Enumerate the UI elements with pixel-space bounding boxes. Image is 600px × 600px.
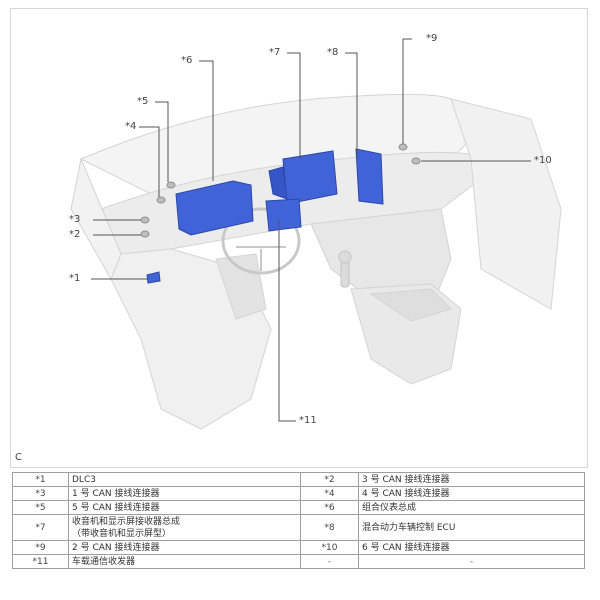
can-junction-4-marker — [157, 197, 165, 203]
vehicle-interior-diagram: *6 *7 *8 *9 *5 *4 *10 *3 *2 *1 *11 C — [10, 8, 588, 468]
legend-key: *11 — [13, 555, 69, 569]
legend-value: DLC3 — [69, 473, 301, 487]
callout-8: *8 — [327, 47, 338, 59]
legend-value-multiline: 收音机和显示屏接收器总成 （带收音机和显示屏型） — [69, 515, 301, 541]
callout-4: *4 — [125, 121, 136, 133]
legend-value: 6 号 CAN 接线连接器 — [359, 541, 585, 555]
legend-key: *5 — [13, 501, 69, 515]
can-junction-3-marker — [141, 231, 149, 237]
legend-key: *7 — [13, 515, 69, 541]
can-junction-2-marker — [399, 144, 407, 150]
interior-drawing — [71, 94, 561, 429]
in-vehicle-transceiver-shape — [266, 199, 301, 231]
callout-11: *11 — [299, 415, 317, 427]
legend-key: - — [301, 555, 359, 569]
legend-value: - — [359, 555, 585, 569]
legend-value: 1 号 CAN 接线连接器 — [69, 487, 301, 501]
legend-key: *8 — [301, 515, 359, 541]
callout-2: *2 — [69, 229, 80, 241]
hybrid-vehicle-ecu-shape — [356, 149, 383, 204]
legend-value: 组合仪表总成 — [359, 501, 585, 515]
radio-display-receiver-shape — [283, 151, 337, 204]
callout-5: *5 — [137, 96, 148, 108]
callout-7: *7 — [269, 47, 280, 59]
legend-row: *7 收音机和显示屏接收器总成 （带收音机和显示屏型） *8 混合动力车辆控制 … — [13, 515, 585, 541]
callout-10: *10 — [534, 155, 552, 167]
legend-row: *1 DLC3 *2 3 号 CAN 接线连接器 — [13, 473, 585, 487]
legend-value: 4 号 CAN 接线连接器 — [359, 487, 585, 501]
legend-value: 2 号 CAN 接线连接器 — [69, 541, 301, 555]
callout-9: *9 — [426, 33, 437, 45]
legend-value: 车载通信收发器 — [69, 555, 301, 569]
legend-row: *11 车载通信收发器 - - — [13, 555, 585, 569]
legend-row: *5 5 号 CAN 接线连接器 *6 组合仪表总成 — [13, 501, 585, 515]
callout-1: *1 — [69, 273, 80, 285]
can-junction-5-marker — [167, 182, 175, 188]
legend-key: *4 — [301, 487, 359, 501]
legend-value-line: 收音机和显示屏接收器总成 — [72, 516, 297, 528]
figure-code: C — [15, 452, 22, 463]
callout-6: *6 — [181, 55, 192, 67]
legend-value: 5 号 CAN 接线连接器 — [69, 501, 301, 515]
legend-value: 混合动力车辆控制 ECU — [359, 515, 585, 541]
legend-row: *3 1 号 CAN 接线连接器 *4 4 号 CAN 接线连接器 — [13, 487, 585, 501]
dashboard-illustration — [11, 9, 587, 449]
legend-table: *1 DLC3 *2 3 号 CAN 接线连接器 *3 1 号 CAN 接线连接… — [12, 472, 585, 569]
legend-key: *2 — [301, 473, 359, 487]
can-junction-6-marker — [412, 158, 420, 164]
legend-key: *6 — [301, 501, 359, 515]
legend-row: *9 2 号 CAN 接线连接器 *10 6 号 CAN 接线连接器 — [13, 541, 585, 555]
legend-key: *10 — [301, 541, 359, 555]
legend-value-line: （带收音机和显示屏型） — [72, 528, 297, 540]
legend-value: 3 号 CAN 接线连接器 — [359, 473, 585, 487]
legend-key: *3 — [13, 487, 69, 501]
legend-key: *1 — [13, 473, 69, 487]
can-junction-1-marker — [141, 217, 149, 223]
callout-3: *3 — [69, 214, 80, 226]
shift-lever — [339, 251, 351, 287]
legend-key: *9 — [13, 541, 69, 555]
